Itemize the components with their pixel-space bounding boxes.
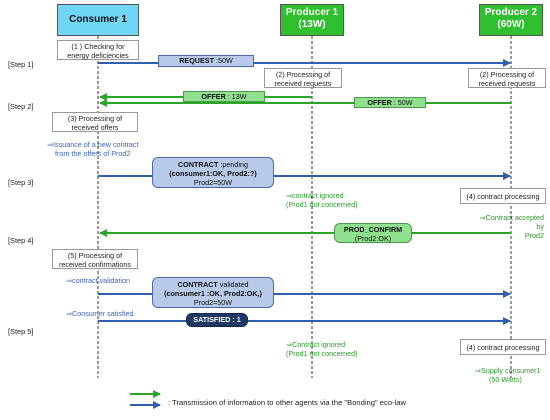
actor-producer2-power: (60W) (497, 19, 525, 30)
actor-producer1-power: (13W) (298, 19, 326, 30)
validation-annotation-text: ⇒contract validation (66, 276, 130, 285)
p1-processing-note-line1: (2) Processing of (275, 70, 331, 79)
checking-note-line2: energy deficiencies (67, 51, 129, 60)
contract-processing-note-a: (4) contract processing (460, 188, 546, 204)
validation-annotation: ⇒contract validation (66, 276, 130, 285)
offer1-message: OFFER : 13W (183, 91, 265, 102)
p1-processing-note: (2) Processing of received requests (264, 68, 342, 88)
request-message-keyword: REQUEST (179, 56, 214, 65)
contract-pending-amount: Prod2=50W (193, 178, 233, 187)
issuance-annotation: ⇒Issuance of a new contract from the off… (47, 140, 139, 158)
offers-processing-note-line1: (3) Processing of (67, 114, 123, 123)
accepted-annotation: ⇒Contract accepted by Prod2 (472, 213, 544, 240)
step-5-label: [Step 5] (8, 327, 34, 336)
accepted-annotation-line2: Prod2 (524, 231, 544, 240)
p2-processing-note-line2: received requests (478, 79, 536, 88)
actor-producer2-name: Producer 2 (484, 7, 538, 18)
contract-validated-status: validated (217, 280, 249, 289)
contract-pending-message: CONTRACT :pending (consumer1:OK, Prod2:?… (152, 157, 274, 188)
ignored2-annotation-line1: ⇒Contract ignored (286, 340, 346, 349)
legend-text: : Transmission of information to other a… (168, 398, 406, 407)
offer2-message-value: : 50W (391, 98, 413, 107)
contract-validated-amount: Prod2=50W (193, 298, 233, 307)
ignored1-annotation-line1: ⇒contract ignored (286, 191, 344, 200)
ignored1-annotation-line2: (Prod1 not concerned) (286, 200, 358, 209)
step-1-label: [Step 1] (8, 60, 34, 69)
contract-pending-keyword: CONTRACT (178, 160, 219, 169)
step-3-label: [Step 3] (8, 178, 34, 187)
request-message: REQUEST :50W (158, 55, 254, 67)
offer2-message-keyword: OFFER (367, 98, 392, 107)
issuance-annotation-line2: from the offers of Prod2 (55, 149, 131, 158)
offer1-message-keyword: OFFER (201, 92, 226, 101)
confirm-processing-note-line1: (5) Processing of (67, 251, 123, 260)
actor-producer1: Producer 1 (13W) (280, 4, 344, 36)
offer2-message: OFFER : 50W (354, 97, 426, 108)
contract-processing-note-a-text: (4) contract processing (466, 192, 540, 201)
issuance-annotation-line1: ⇒Issuance of a new contract (47, 140, 139, 149)
contract-pending-status: :pending (218, 160, 248, 169)
prod-confirm-status: (Prod2:OK) (354, 234, 392, 243)
actor-producer1-name: Producer 1 (285, 7, 339, 18)
supply-annotation: ⇒Supply consumer1 (50 Watts) (475, 366, 541, 384)
p2-processing-note: (2) Processing of received requests (468, 68, 546, 88)
prod-confirm-message: PROD_CONFIRM (Prod2:OK) (334, 223, 412, 243)
satisfied-message: SATISFIED : 1 (186, 313, 248, 327)
offer1-message-value: : 13W (225, 92, 247, 101)
ignored2-annotation: ⇒Contract ignored (Prod1 not concerned) (286, 340, 358, 358)
actor-consumer1: Consumer 1 (57, 4, 139, 36)
confirm-processing-note: (5) Processing of received confirmations (52, 249, 138, 269)
checking-note: (1 ) Checking for energy deficiencies (57, 40, 139, 60)
contract-processing-note-b: (4) contract processing (460, 339, 546, 355)
satisfied-message-text: SATISFIED : 1 (193, 315, 241, 324)
ignored2-annotation-line2: (Prod1 not concerned) (286, 349, 358, 358)
confirm-processing-note-line2: received confirmations (59, 260, 131, 269)
contract-validated-message: CONTRACT validated (consumer1 :OK, Prod2… (152, 277, 274, 308)
accepted-annotation-line1: ⇒Contract accepted by (479, 213, 544, 231)
step-2-label: [Step 2] (8, 102, 34, 111)
offers-processing-note-line2: received offers (71, 123, 119, 132)
contract-validated-keyword: CONTRACT (177, 280, 218, 289)
actor-producer2: Producer 2 (60W) (479, 4, 543, 36)
actor-consumer1-label: Consumer 1 (69, 14, 127, 25)
satisfied-annotation: ⇒Consumer satisfied (66, 309, 134, 318)
offers-processing-note: (3) Processing of received offers (52, 112, 138, 132)
ignored1-annotation: ⇒contract ignored (Prod1 not concerned) (286, 191, 358, 209)
contract-validated-parties: (consumer1 :OK, Prod2:OK,) (164, 289, 262, 298)
prod-confirm-keyword: PROD_CONFIRM (343, 225, 403, 234)
p2-processing-note-line1: (2) Processing of (479, 70, 535, 79)
p1-processing-note-line2: received requests (274, 79, 332, 88)
supply-annotation-line1: ⇒Supply consumer1 (475, 366, 541, 375)
step-4-label: [Step 4] (8, 236, 34, 245)
request-message-value: :50W (213, 56, 233, 65)
contract-pending-parties: (consumer1:OK, Prod2:?) (169, 169, 257, 178)
checking-note-line1: (1 ) Checking for (71, 42, 125, 51)
contract-processing-note-b-text: (4) contract processing (466, 343, 540, 352)
supply-annotation-line2: (50 Watts) (489, 375, 522, 384)
satisfied-annotation-text: ⇒Consumer satisfied (66, 309, 134, 318)
